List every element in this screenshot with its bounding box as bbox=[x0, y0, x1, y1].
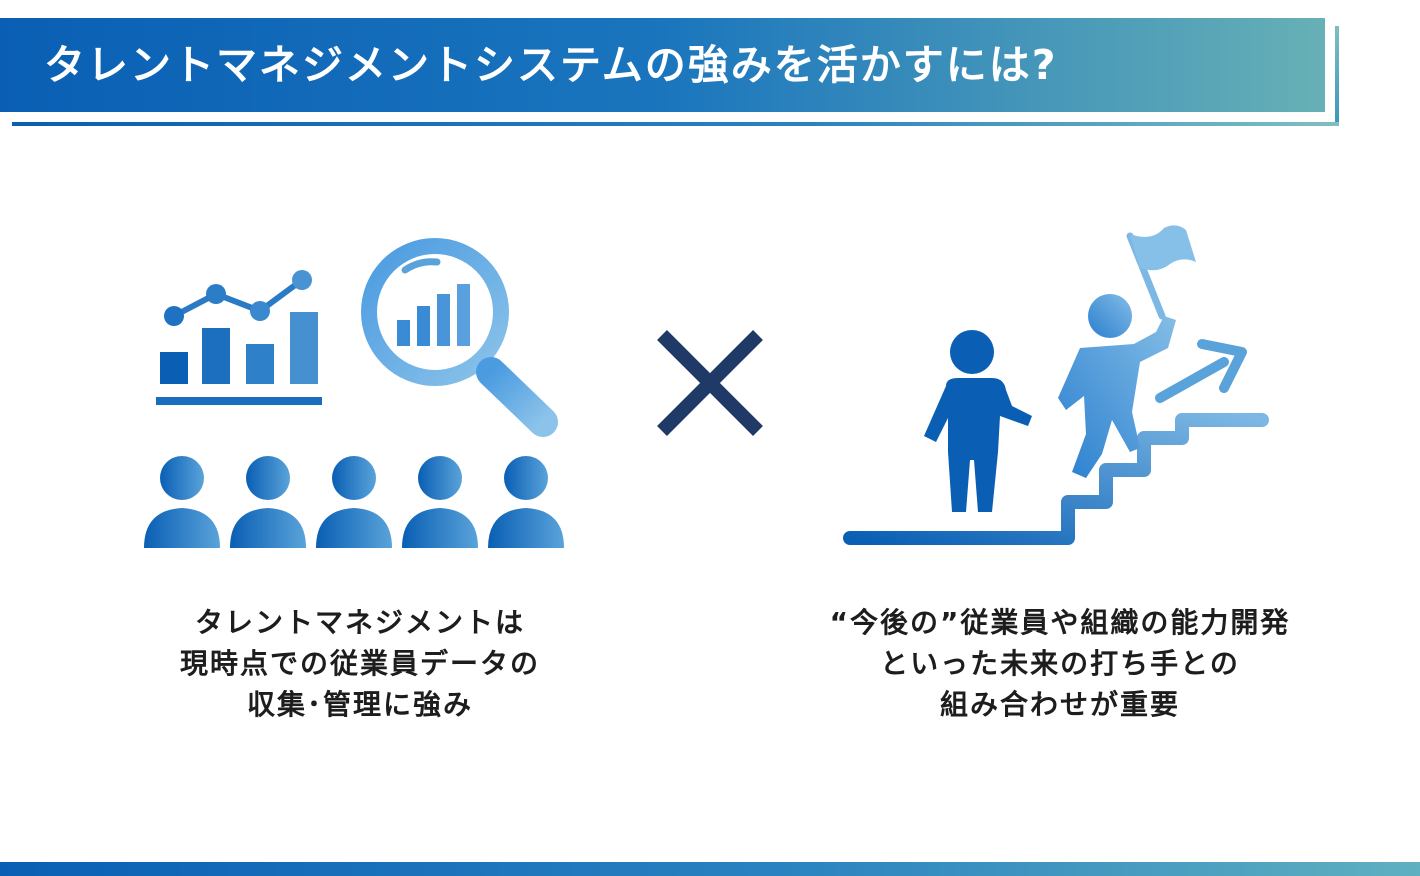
people-group-icon bbox=[144, 456, 564, 548]
banner-frame-right bbox=[1335, 26, 1339, 122]
bottom-bar bbox=[0, 862, 1420, 876]
page-title: タレントマネジメントシステムの強みを活かすには? bbox=[44, 41, 1058, 89]
stairs-people-icon bbox=[843, 225, 1269, 545]
bar-line-chart-icon bbox=[156, 270, 322, 405]
right-caption: “今後の”従業員や組織の能力開発 といった未来の打ち手との 組み合わせが重要 bbox=[780, 602, 1340, 725]
person-climbing-stairs-flag-icon bbox=[1058, 225, 1196, 478]
banner-frame-bottom bbox=[12, 122, 1339, 126]
right-caption-line: “今後の”従業員や組織の能力開発 bbox=[829, 606, 1291, 639]
magnifier-chart-icon bbox=[361, 238, 558, 437]
left-caption-line: 収集･管理に強み bbox=[246, 688, 473, 721]
upward-arrow-icon bbox=[1155, 339, 1247, 403]
left-caption-line: 現時点での従業員データの bbox=[179, 647, 540, 680]
multiply-icon bbox=[657, 330, 763, 436]
left-caption: タレントマネジメントは 現時点での従業員データの 収集･管理に強み bbox=[120, 602, 600, 725]
right-caption-line: 組み合わせが重要 bbox=[939, 688, 1180, 721]
title-banner bbox=[0, 18, 1325, 112]
person-standing-icon bbox=[924, 330, 1032, 512]
right-caption-line: といった未来の打ち手との bbox=[880, 647, 1240, 680]
left-caption-line: タレントマネジメントは bbox=[194, 606, 525, 639]
